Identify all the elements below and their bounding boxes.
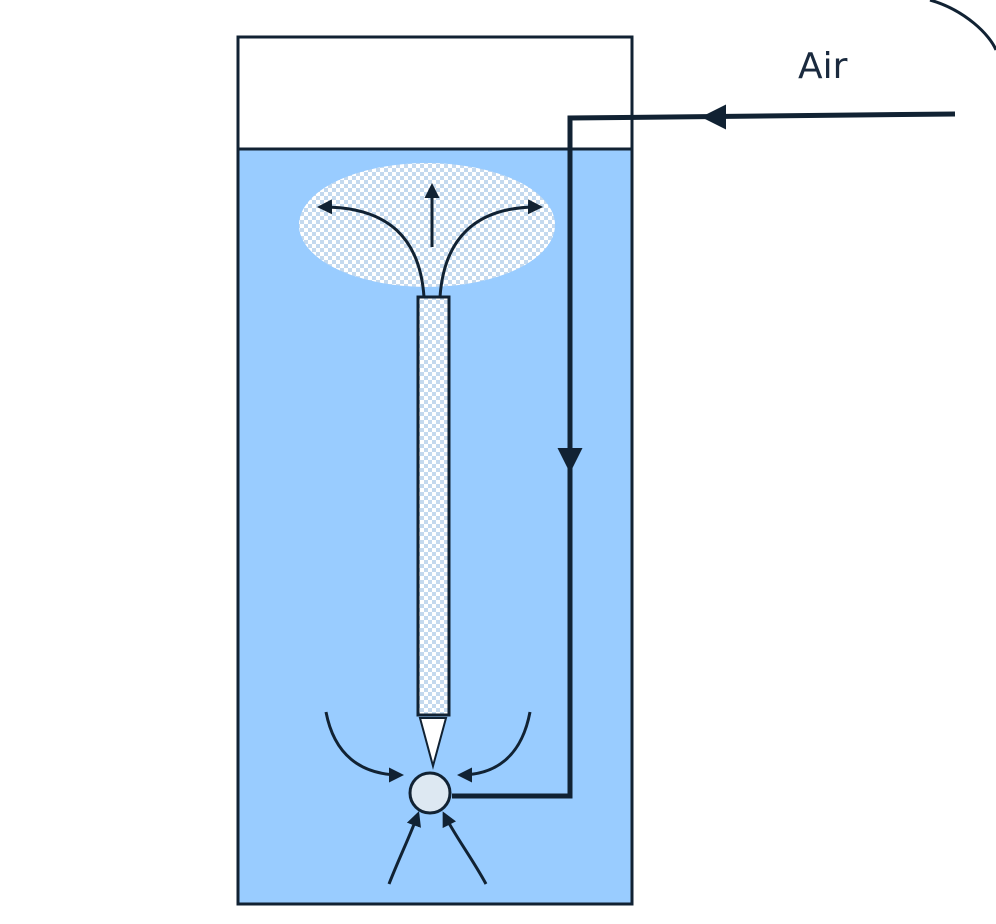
inflow-arrow-lower-left — [387, 811, 421, 885]
inflow-arrow-lower-right — [442, 811, 488, 885]
outflow-arrow-right — [438, 199, 543, 298]
inflow-arrow-upper-left — [324, 711, 404, 783]
inflow-arrow-upper-right — [457, 711, 532, 783]
tank-headspace — [238, 37, 632, 149]
outflow-arrow-left — [317, 199, 426, 298]
air-diffuser-bubble — [408, 771, 452, 815]
air-label: Air — [798, 46, 848, 87]
nozzle-cone — [418, 717, 448, 770]
bubble-plume — [299, 163, 555, 287]
riser-tube — [416, 295, 451, 717]
decorative-arc — [929, 0, 996, 51]
tank-outline — [236, 35, 634, 906]
